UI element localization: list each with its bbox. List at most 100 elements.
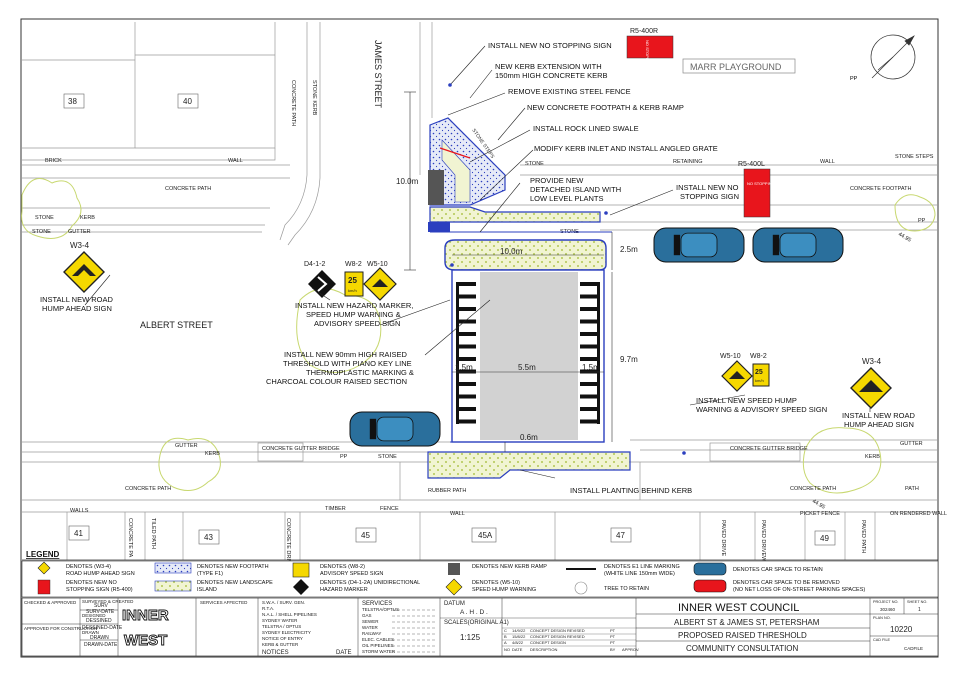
annotation: INSTALL NEW NO STOPPING SIGN — [488, 41, 612, 50]
annotation: HUMP AHEAD SIGN — [42, 304, 112, 313]
site-label: ON RENDERED WALL — [890, 511, 947, 517]
site-label: CONCRETE GUTTER BRIDGE — [730, 446, 808, 452]
car-icon — [752, 227, 844, 263]
trees-to-retain — [21, 178, 936, 494]
revision-by: PT — [610, 634, 616, 639]
service-item: STORM WATER — [362, 649, 396, 654]
legend-item-text: DENOTES (D4-1-2A) UNIDIRECTIONAL — [320, 580, 420, 586]
legend: LEGEND DENOTES (W3-4) ROAD HUMP AHEAD SI… — [21, 550, 939, 598]
revision-header: DESCRIPTION — [530, 647, 557, 652]
new-kerb-ramp — [428, 222, 450, 232]
legend-item-text: DENOTES (W5-10) — [472, 580, 520, 586]
site-label: FENCE — [380, 506, 399, 512]
piano-key-bar — [580, 394, 600, 399]
raised-threshold — [451, 269, 605, 443]
annotation: INSTALL NEW 90mm HIGH RAISED — [284, 350, 408, 359]
authority-item: SYDNEY WATER — [262, 618, 298, 623]
piano-key-bar — [456, 369, 476, 374]
authority-item: R.T.A. — [262, 606, 274, 611]
lot-number: 49 — [820, 534, 829, 543]
service-item: ELEC. CABLES — [362, 637, 394, 642]
sign-text: NO STOPPING — [645, 40, 650, 68]
street-name: ALBERT STREET — [140, 320, 213, 330]
site-label: CONCRETE PATH — [125, 486, 171, 492]
no-stopping-sign-r5-400r: R5-400R NO STOPPING — [626, 28, 674, 68]
revision-no: B — [504, 634, 507, 639]
annotation: 150mm HIGH CONCRETE KERB — [495, 71, 608, 80]
revision-by: PT — [610, 640, 616, 645]
annotation: INSTALL PLANTING BEHIND KERB — [570, 486, 692, 495]
revision-desc: CONCEPT DESIGN REVISED — [530, 628, 585, 633]
dimension-label: 1.5m — [455, 363, 473, 372]
street-name: JAMES STREET — [373, 40, 383, 109]
annotation: DETACHED ISLAND WITH — [530, 185, 621, 194]
piano-key-bar — [456, 419, 476, 424]
legend-item-text: DENOTES NEW NO — [66, 580, 117, 586]
revision-header: BY — [610, 647, 616, 652]
annotation: INSTALL NEW ROAD — [842, 411, 916, 420]
annotation: INSTALL NEW SPEED HUMP — [696, 396, 797, 405]
revision-date: 14/9/22 — [512, 628, 526, 633]
dimension-label: 9.7m — [620, 355, 638, 364]
piano-key-bar — [580, 294, 600, 299]
car-roof — [376, 416, 414, 442]
title-block-label: SERVICES AFFECTED — [200, 600, 248, 605]
speed-value: 25 — [755, 369, 763, 376]
annotation: THERMOPLASTIC MARKING & — [306, 368, 414, 377]
car-space-to-retain — [349, 227, 844, 447]
site-label: STONE STEPS — [895, 154, 934, 160]
site-label: WALL — [450, 511, 465, 517]
site-label: BRICK — [45, 158, 62, 164]
sign-code: D4-1-2 — [304, 261, 326, 268]
site-label: GUTTER — [900, 441, 923, 447]
title-block-label: SERVICES — [362, 601, 392, 607]
service-item: WATER — [362, 625, 378, 630]
site-label: STONE — [35, 215, 54, 221]
sign-code: W8-2 — [345, 261, 362, 268]
piano-key-bar — [456, 394, 476, 399]
annotation: REMOVE EXISTING STEEL FENCE — [508, 87, 631, 96]
revision-header: DATE — [512, 647, 523, 652]
site-label: KERB — [80, 215, 95, 221]
legend-item-text: (NO NET LOSS OF ON-STREET PARKING SPACES… — [733, 587, 865, 593]
revision-no: C — [504, 628, 507, 633]
annotation: WARNING & ADVISORY SPEED SIGN — [696, 405, 827, 414]
title-block-value: DRAWN — [90, 635, 109, 641]
piano-key-bar — [580, 382, 600, 386]
annotation: LOW LEVEL PLANTS — [530, 194, 604, 203]
dimension-label: 5.5m — [518, 363, 536, 372]
legend-item-text: ISLAND — [197, 587, 217, 593]
site-label: WALL — [820, 159, 835, 165]
planting-behind-kerb — [427, 451, 631, 479]
dimension-label: 2.5m — [620, 245, 638, 254]
legend-title: LEGEND — [26, 550, 60, 559]
annotation: HUMP AHEAD SIGN — [844, 420, 914, 429]
car-windscreen — [673, 234, 681, 256]
title-block-label: DATE — [336, 650, 352, 656]
legend-item-text: DENOTES CAR SPACE TO BE REMOVED — [733, 580, 840, 586]
site-label: TIMBER — [325, 506, 346, 512]
piano-key-bar — [456, 319, 476, 324]
authority-item: KERB & GUTTER — [262, 642, 299, 647]
legend-item-text: DENOTES NEW KERB RAMP — [472, 564, 547, 570]
revision-desc: CONCEPT DESIGN — [530, 640, 566, 645]
authority-item: NOTICE OF ENTRY — [262, 636, 303, 641]
project-title: PROPOSED RAISED THRESHOLD — [678, 631, 807, 640]
annotation: INSTALL ROCK LINED SWALE — [533, 124, 639, 133]
speed-unit: km/h — [755, 378, 764, 383]
speed-unit: km/h — [348, 288, 357, 293]
service-item: GAS — [362, 613, 372, 618]
sign-code: W8-2 — [750, 353, 767, 360]
legend-item-text: TREE TO RETAIN — [604, 586, 649, 592]
legend-item-text: ADVISORY SPEED SIGN — [320, 571, 383, 577]
title-block-label: PLAN NO. — [873, 616, 891, 620]
site-label: GUTTER — [175, 443, 198, 449]
title-block-label: DATUM — [444, 601, 465, 607]
piano-key-bar — [580, 407, 600, 411]
piano-key-bar — [456, 332, 476, 336]
legend-item-text: (WHITE LINE 150mm WIDE) — [604, 571, 675, 577]
cad-file-name: CADFILE — [904, 646, 923, 651]
title-block-label: APPROVED FOR CONSTRUCTION — [24, 626, 97, 631]
title-block-label: SCALES(ORIGINAL A1) — [444, 620, 509, 626]
dark-kerb-inlet — [428, 170, 444, 205]
